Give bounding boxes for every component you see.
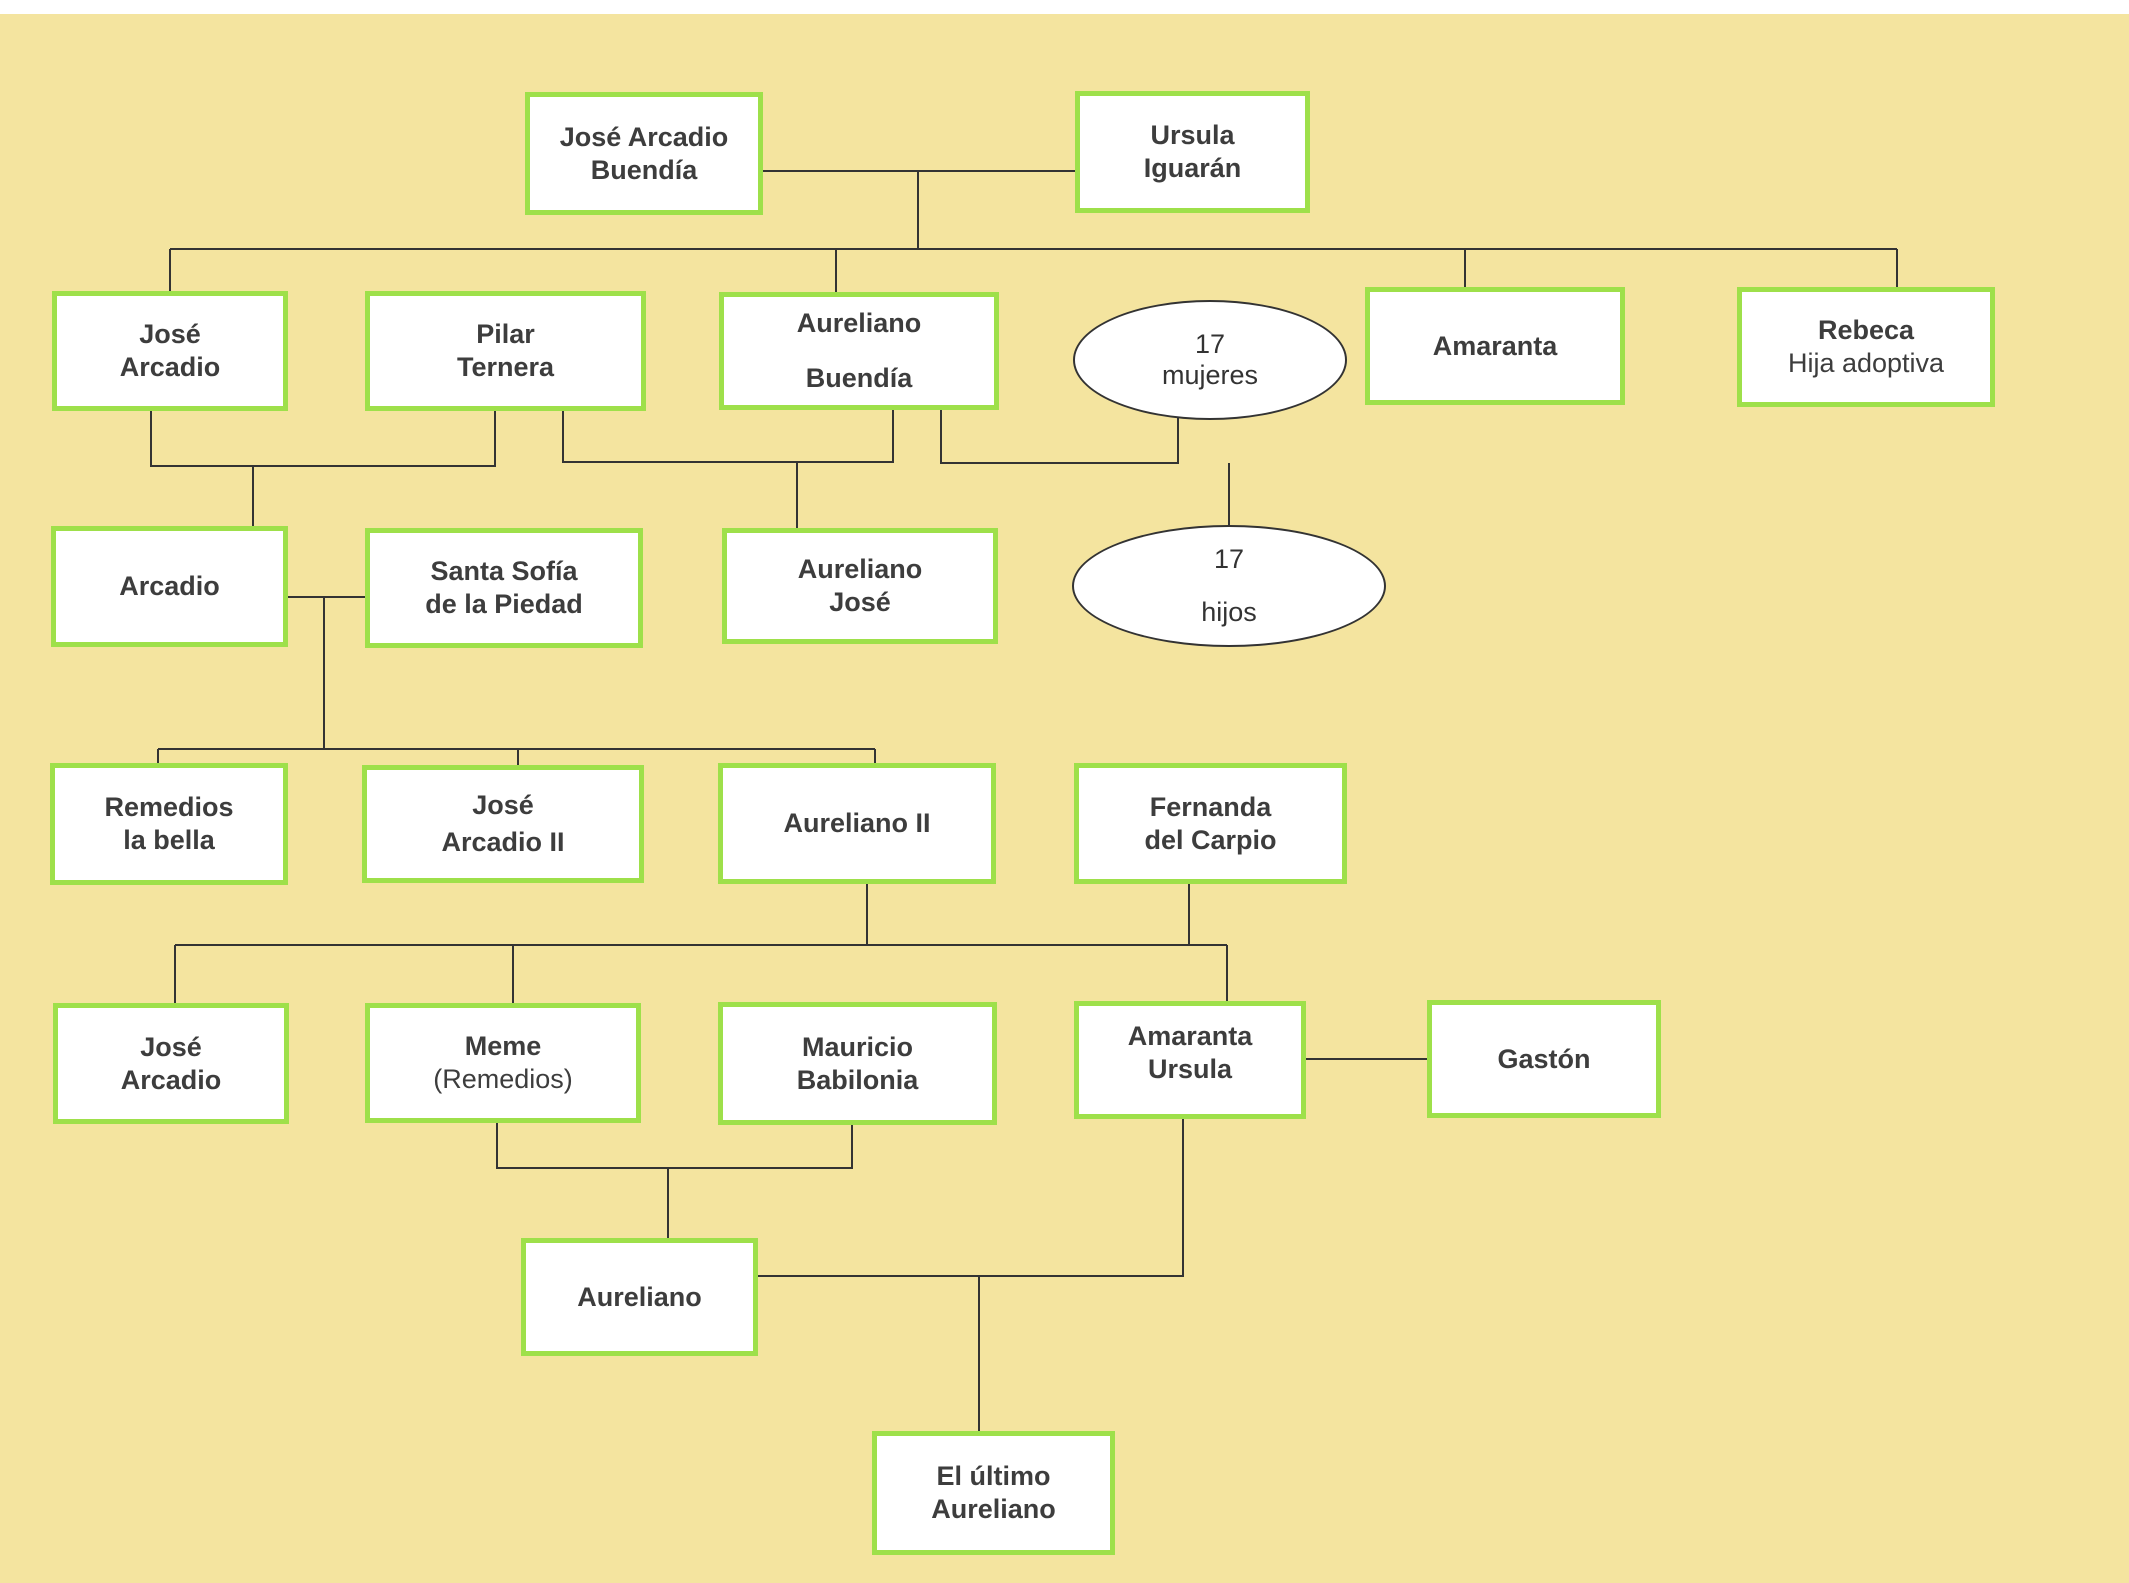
node-line: Ursula [1150,120,1235,151]
node-line: Arcadio [119,571,220,602]
node-line: Pilar [476,319,535,350]
node-line: de la Piedad [425,589,583,619]
node-line: Iguarán [1143,153,1242,183]
group-line: 17 [1213,544,1245,574]
node-amaranta: Amaranta [1365,287,1625,405]
node-meme: Meme(Remedios) [365,1003,641,1123]
link-meme-mauricio [496,1121,853,1169]
node-line: El último [936,1461,1051,1492]
node-line: José [139,319,201,350]
node-line: Mauricio [801,1031,913,1062]
node-line: Amaranta [1432,330,1558,361]
node-line: Buendía [805,363,913,393]
link-pilar-aureliano [562,408,894,463]
group-line: hijos [1201,597,1257,627]
node-line: Ternera [456,352,555,382]
node-line: Aureliano [931,1494,1056,1524]
node-line: Aureliano [797,554,923,585]
node-line: Amaranta [1127,1021,1253,1051]
diagram-background [0,14,2129,1583]
group-line: mujeres [1161,360,1259,390]
node-line: Babilonia [796,1064,919,1095]
node-line: José [140,1031,202,1062]
link-aureliano-mujeres [940,408,1179,464]
node-line: Fernanda [1149,791,1272,822]
node-line: Buendía [590,154,698,185]
node-line: José Arcadio [559,121,729,152]
node-gaston: Gastón [1427,1000,1661,1118]
node-line: José [472,790,534,821]
node-arcadio: Arcadio [51,526,288,647]
link-aureliano-ii-fernanda [866,882,1190,946]
node-line: Remedios [104,792,234,823]
node-line: Hija adoptiva [1787,348,1945,378]
node-line: Santa Sofía [430,556,578,587]
node-line: Aureliano [796,308,922,339]
node-line: Arcadio [119,352,221,382]
node-line: Aureliano [577,1281,702,1312]
node-line: Rebeca [1817,315,1915,346]
node-line: (Remedios) [433,1064,573,1094]
node-line: Ursula [1147,1053,1233,1084]
group-17-hijos: 17 hijos [1072,525,1386,647]
node-line: Gastón [1497,1043,1591,1074]
node-aureliano-ii: Aureliano II [718,763,996,884]
group-line: 17 [1194,329,1226,359]
node-line: Arcadio [120,1064,222,1095]
node-line: Aureliano II [783,808,931,839]
link-jose-pilar [150,409,496,467]
link-aureliano-amaranta-ursula [758,1117,1184,1277]
node-aureliano-gen6: Aureliano [521,1238,758,1356]
node-line: la bella [123,825,215,855]
node-line: Meme [464,1031,542,1062]
node-line: del Carpio [1144,824,1277,855]
node-line: Arcadio II [441,827,565,857]
node-line: José [829,587,891,617]
